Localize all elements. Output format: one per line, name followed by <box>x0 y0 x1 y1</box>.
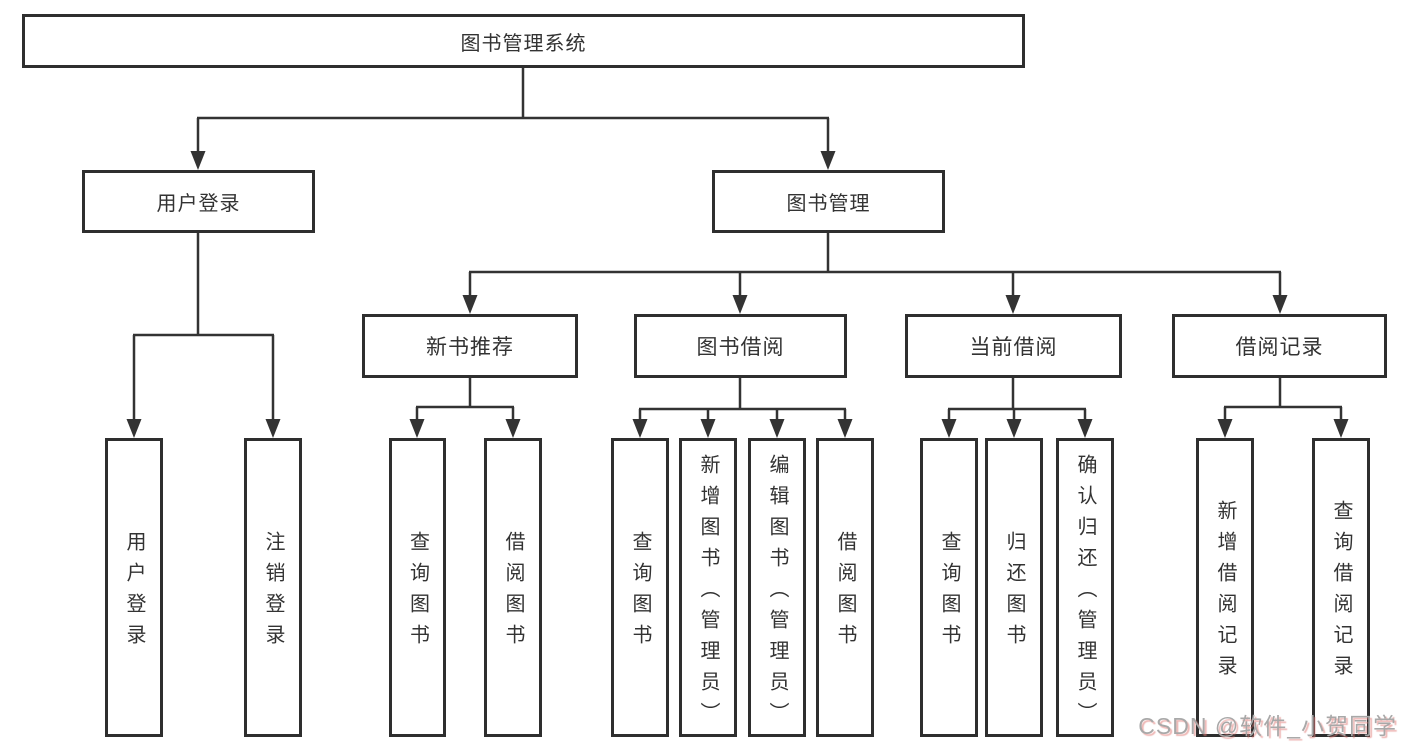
leaf-user-login-label: 用户登录 <box>123 531 145 655</box>
leaf-current-query-label: 查询图书 <box>938 531 960 655</box>
connector-new-book-children <box>409 378 521 438</box>
connector-current-borrow-children <box>941 378 1093 438</box>
connector-borrow-records-children <box>1217 378 1349 438</box>
node-new-book-recommend-label: 新书推荐 <box>426 336 514 359</box>
leaf-records-add-label: 新增借阅记录 <box>1214 500 1236 686</box>
leaf-current-confirm-admin-label: 确认归还（管理员） <box>1074 453 1096 733</box>
leaf-borrow-add-admin: 新增图书（管理员） <box>679 438 737 737</box>
node-user-login-label: 用户登录 <box>156 193 241 215</box>
leaf-borrow-query-label: 查询图书 <box>629 531 651 655</box>
node-current-borrow: 当前借阅 <box>905 314 1122 378</box>
node-book-management: 图书管理 <box>712 170 945 233</box>
leaf-borrow-add-admin-label: 新增图书（管理员） <box>697 453 719 733</box>
leaf-borrow-query: 查询图书 <box>611 438 669 737</box>
leaf-newbook-borrow-label: 借阅图书 <box>502 531 524 655</box>
csdn-watermark: CSDN @软件_小贺同学 <box>1138 713 1397 739</box>
node-user-login: 用户登录 <box>82 170 315 233</box>
leaf-records-add: 新增借阅记录 <box>1196 438 1254 737</box>
node-new-book-recommend: 新书推荐 <box>362 314 578 378</box>
leaf-user-login: 用户登录 <box>105 438 163 737</box>
leaf-current-query: 查询图书 <box>920 438 978 737</box>
connector-book-mgmt-children <box>462 233 1288 314</box>
node-book-borrow-label: 图书借阅 <box>696 336 785 359</box>
leaf-borrow-edit-admin-label: 编辑图书（管理员） <box>766 453 788 733</box>
node-current-borrow-label: 当前借阅 <box>969 336 1058 359</box>
leaf-newbook-query: 查询图书 <box>389 438 446 737</box>
leaf-borrow-edit-admin: 编辑图书（管理员） <box>748 438 806 737</box>
leaf-logout: 注销登录 <box>244 438 302 737</box>
leaf-records-query-label: 查询借阅记录 <box>1330 500 1352 686</box>
leaf-borrow-borrow: 借阅图书 <box>816 438 874 737</box>
leaf-current-return-label: 归还图书 <box>1003 531 1025 655</box>
node-borrow-records-label: 借阅记录 <box>1235 336 1324 359</box>
leaf-current-return: 归还图书 <box>985 438 1043 737</box>
leaf-current-confirm-admin: 确认归还（管理员） <box>1056 438 1114 737</box>
leaf-borrow-borrow-label: 借阅图书 <box>834 531 856 655</box>
connector-user-login-children <box>126 233 281 438</box>
leaf-records-query: 查询借阅记录 <box>1312 438 1370 737</box>
leaf-logout-label: 注销登录 <box>262 531 284 655</box>
node-book-management-label: 图书管理 <box>786 193 871 215</box>
node-root-system: 图书管理系统 <box>22 14 1025 68</box>
connector-book-borrow-children <box>632 378 853 438</box>
node-root-label: 图书管理系统 <box>460 32 587 55</box>
leaf-newbook-borrow: 借阅图书 <box>484 438 542 737</box>
leaf-newbook-query-label: 查询图书 <box>406 531 429 655</box>
node-borrow-records: 借阅记录 <box>1172 314 1387 378</box>
node-book-borrow: 图书借阅 <box>634 314 847 378</box>
connector-root-to-level1 <box>190 68 836 170</box>
